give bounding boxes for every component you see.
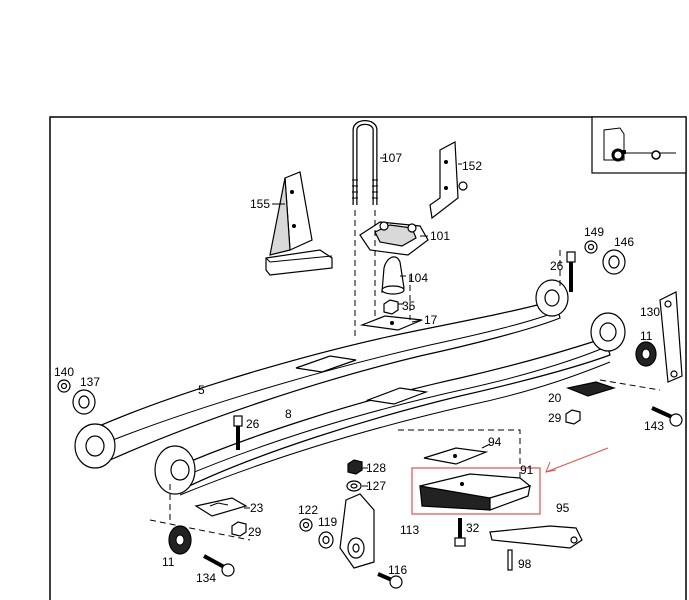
vehicle-thumbnail xyxy=(591,116,687,174)
label-26-rear: 26 xyxy=(550,259,564,273)
washer-29-front[interactable] xyxy=(231,521,247,537)
spring-seat-101[interactable] xyxy=(359,221,429,256)
bracket-152[interactable] xyxy=(429,141,468,220)
label-149: 149 xyxy=(584,225,604,239)
highlight-arrow xyxy=(545,447,609,473)
bump-stop-104[interactable] xyxy=(381,256,405,295)
label-107: 107 xyxy=(382,151,402,165)
label-11-rear: 11 xyxy=(640,329,653,343)
label-20: 20 xyxy=(548,391,562,405)
label-130: 130 xyxy=(640,305,660,319)
label-137: 137 xyxy=(80,375,100,389)
center-pad-upper xyxy=(295,355,357,373)
label-29-rear: 29 xyxy=(548,411,562,425)
label-122: 122 xyxy=(298,503,318,517)
label-113: 113 xyxy=(400,523,419,537)
washer-29-rear[interactable] xyxy=(565,409,581,425)
label-35: 35 xyxy=(402,299,416,313)
bolt-26-rear[interactable] xyxy=(566,251,576,292)
u-bolt-107[interactable] xyxy=(352,120,378,206)
label-146: 146 xyxy=(614,235,634,249)
spacer-91[interactable] xyxy=(419,473,532,511)
label-98: 98 xyxy=(518,557,532,571)
bolt-134[interactable] xyxy=(203,554,235,577)
bolt-143[interactable] xyxy=(651,406,683,427)
bushing-146[interactable] xyxy=(602,249,626,275)
label-152: 152 xyxy=(462,159,482,173)
label-5: 5 xyxy=(198,383,205,397)
nut-149[interactable] xyxy=(584,240,598,254)
leaf-spring-8[interactable] xyxy=(154,312,626,496)
nut-35[interactable] xyxy=(383,299,399,315)
shackle-113[interactable] xyxy=(339,493,375,569)
washer-119[interactable] xyxy=(318,531,334,549)
bolt-26-front[interactable] xyxy=(233,415,243,450)
label-26-front: 26 xyxy=(246,417,260,431)
label-140: 140 xyxy=(54,365,74,379)
bracket-95[interactable] xyxy=(489,525,583,549)
label-101: 101 xyxy=(430,229,450,243)
washer-137[interactable] xyxy=(72,389,96,415)
label-119: 119 xyxy=(318,515,337,529)
diagram-frame xyxy=(49,116,687,600)
bushing-11-rear[interactable] xyxy=(635,341,657,367)
pad-17[interactable] xyxy=(359,315,423,331)
center-pad-lower xyxy=(365,387,429,405)
pin-98[interactable] xyxy=(507,549,513,571)
label-91: 91 xyxy=(520,463,534,477)
leaf-spring-5[interactable] xyxy=(74,279,569,469)
label-127: 127 xyxy=(366,479,386,493)
label-32: 32 xyxy=(466,521,480,535)
pad-23[interactable] xyxy=(194,497,248,517)
highlight-box-91 xyxy=(411,467,541,515)
nut-127[interactable] xyxy=(346,480,362,492)
label-128: 128 xyxy=(366,461,386,475)
pad-20[interactable] xyxy=(565,381,616,397)
bolt-32[interactable] xyxy=(454,518,466,547)
label-11-front: 11 xyxy=(162,555,175,569)
nut-140[interactable] xyxy=(57,379,71,393)
label-95: 95 xyxy=(556,501,570,515)
label-143: 143 xyxy=(644,419,664,433)
label-116: 116 xyxy=(388,563,407,577)
bolt-116[interactable] xyxy=(377,572,403,589)
label-134: 134 xyxy=(196,571,216,585)
nut-128[interactable] xyxy=(347,459,363,475)
label-23: 23 xyxy=(250,501,264,515)
label-17: 17 xyxy=(424,313,438,327)
shackle-130[interactable] xyxy=(659,291,683,383)
label-104: 104 xyxy=(408,271,428,285)
label-155: 155 xyxy=(250,197,270,211)
plate-94[interactable] xyxy=(423,447,489,465)
bushing-11-front[interactable] xyxy=(168,525,192,555)
label-94: 94 xyxy=(488,435,502,449)
label-8: 8 xyxy=(285,407,292,421)
nut-122[interactable] xyxy=(299,518,313,532)
label-29-front: 29 xyxy=(248,525,262,539)
bracket-155[interactable] xyxy=(265,171,333,276)
